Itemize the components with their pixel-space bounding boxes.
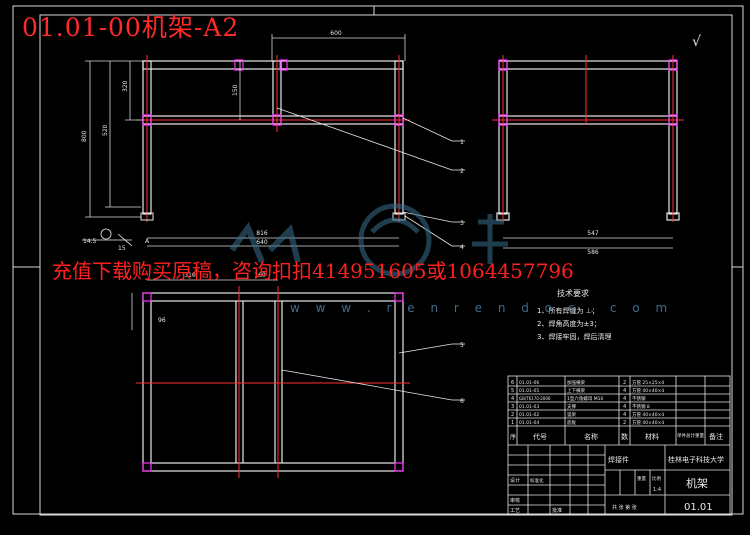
callout-3: 3 (460, 220, 464, 227)
callout-5: 5 (460, 342, 464, 349)
table-row-name: 1型六角螺母 M10 (567, 395, 604, 402)
side-view (492, 55, 684, 249)
parts-header-material: 材料 (645, 432, 659, 441)
table-row-seq: 3 (511, 404, 514, 410)
table-row-name: 加强横梁 (567, 379, 585, 386)
watermark-url: w w w . r e n r e n d o c . c o m (290, 301, 674, 315)
dim-foot-a: 14.5 (83, 238, 97, 245)
parts-header-remark: 备注 (709, 432, 723, 441)
table-row-material: 不锈钢 8 (632, 403, 650, 410)
detail-label: A (145, 238, 150, 245)
title-school: 桂林电子科技大学 (668, 455, 724, 464)
table-row-qty: 4 (623, 388, 626, 394)
table-row-code: 01.01-04 (519, 420, 539, 426)
callout-2: 2 (460, 168, 464, 175)
table-row-code: 01.01-03 (519, 404, 539, 410)
table-row-code: 01.01-02 (519, 412, 539, 418)
title-process-label: 工艺 (510, 508, 520, 514)
table-row-material: 方管 25×25×4 (632, 379, 664, 386)
table-row-seq: 1 (511, 420, 514, 426)
table-row-name: 支撑 (567, 403, 576, 410)
title-standard-label: 标准化 (530, 477, 544, 484)
table-row-code: 01.01-06 (519, 380, 539, 386)
front-view (85, 34, 465, 247)
parts-header-name: 名称 (584, 432, 598, 441)
drawing-title: 01.01-00机架-A2 (22, 13, 240, 42)
title-part-name: 机架 (686, 476, 708, 490)
tech-req-heading: 技术要求 (557, 288, 589, 298)
table-row-name: 上下横梁 (567, 387, 585, 394)
table-row-qty: 4 (623, 396, 626, 402)
table-row-name: 底板 (567, 419, 576, 426)
parts-rows: 6 01.01-06 加强横梁 2 方管 25×25×4 5 01.01-05 … (511, 379, 664, 426)
callout-4: 4 (460, 244, 464, 251)
callout-1: 1 (460, 139, 464, 146)
sheet-frame (12, 5, 744, 516)
dim-side-width: 547 (587, 230, 599, 237)
title-designer-label: 设计 (510, 477, 520, 484)
tech-req-item-1: 1、所有焊缝为 ⊥； (537, 306, 599, 315)
dim-bottom-width: 816 (256, 230, 268, 237)
dim-width-top: 600 (330, 30, 342, 37)
title-material-cell: 焊接件 (608, 455, 629, 464)
table-row-name: 竖梁 (567, 411, 576, 418)
parts-header-seq: 序 (510, 433, 516, 441)
title-part-code: 01.01 (684, 502, 713, 513)
title-review-label: 审核 (510, 497, 520, 504)
dim-side-total: 586 (587, 249, 599, 256)
table-row-seq: 2 (511, 412, 514, 418)
table-row-seq: 5 (511, 388, 514, 394)
dim-crossbar: 150 (232, 84, 239, 96)
watermark-banner: 充值下载购买原稿，咨询扣扣414951605或1064457796 (52, 259, 574, 283)
watermark-logo (229, 203, 508, 277)
table-row-seq: 6 (511, 380, 514, 386)
table-row-qty: 2 (623, 420, 626, 426)
table-row-qty: 4 (623, 412, 626, 418)
dim-foot-b: 15 (118, 245, 126, 252)
tech-req-item-2: 2、焊角高度为±3； (537, 319, 601, 328)
table-row-qty: 4 (623, 404, 626, 410)
callout-6: 6 (460, 398, 464, 405)
dim-height-upper: 320 (122, 80, 129, 92)
title-scale: 1:4 (653, 487, 661, 493)
table-row-material: 不锈钢 (632, 395, 646, 402)
tech-req-item-3: 3、焊接牢固，焊后清理 (537, 332, 611, 341)
parts-header-code: 代号 (533, 432, 547, 441)
dim-plan-right: 160 (254, 272, 266, 279)
table-row-material: 方管 40×40×4 (632, 411, 664, 418)
surface-symbol: √ (692, 34, 701, 50)
title-scale-label: 比例 (652, 475, 661, 482)
plan-view (131, 279, 465, 478)
table-row-material: 方管 40×40×4 (632, 387, 664, 394)
dim-bottom-inner: 640 (256, 239, 268, 246)
parts-header-qty: 数 (621, 432, 628, 441)
dim-plan-depth: 96 (158, 317, 166, 324)
foot-detail (82, 228, 133, 247)
title-approve-label: 批准 (552, 507, 562, 514)
table-row-code: GB/T6170-2000 (519, 396, 551, 401)
table-row-seq: 4 (511, 396, 514, 402)
table-row-qty: 2 (623, 380, 626, 386)
dim-plan-left: 310 (184, 272, 196, 279)
dim-height-mid: 520 (102, 124, 109, 136)
table-row-code: 01.01-05 (519, 388, 539, 394)
title-sheet-label: 共 张 第 张 (612, 504, 637, 511)
parts-header-unit-weight: 单件总计重量 (677, 432, 704, 439)
title-block-grid (507, 375, 731, 516)
title-weight-label: 重量 (637, 475, 646, 482)
dim-height-total: 800 (81, 130, 88, 142)
table-row-material: 方管 40×40×4 (632, 419, 664, 426)
